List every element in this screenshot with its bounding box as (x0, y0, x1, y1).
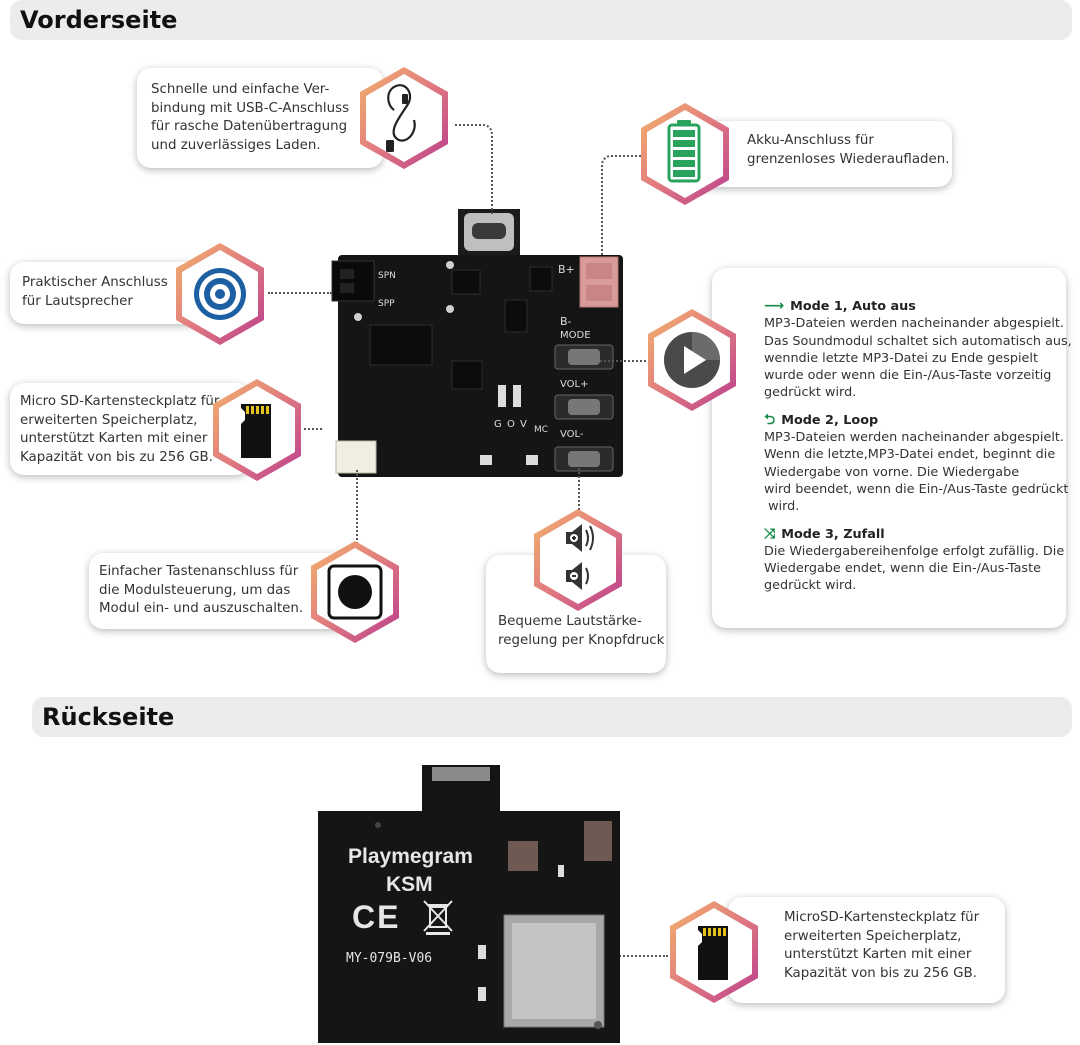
hex-usb (356, 64, 452, 172)
mode-3-line: Die Wiedergabereihenfolge erfolgt zufäll… (764, 543, 1065, 559)
callout-button-line: Einfacher Tastenanschluss für (99, 564, 299, 579)
pcb-label-volplus: VOL+ (560, 379, 589, 390)
connector-mode (600, 360, 646, 362)
callout-battery: Akku-Anschluss für grenzenloses Wiederau… (685, 121, 952, 187)
mode-3: ⤨ Mode 3, Zufall Die Wiedergabereihenfolg… (764, 525, 1065, 595)
section-header-back: Rückseite (32, 697, 1072, 737)
pcb-brand: Playmegram (348, 845, 473, 868)
pcb-front: SPN SPP B+ B- MODE VOL+ VOL- G O V MC (330, 205, 630, 480)
callout-speaker-line: Praktischer Anschluss (22, 275, 168, 290)
section-title: Vorderseite (20, 6, 178, 34)
callout-usb-line: Schnelle und einfache Ver- (151, 82, 330, 97)
callout-sd-front: Micro SD-Kartensteckplatz für erweiterte… (10, 383, 250, 475)
callout-button: Einfacher Tastenanschluss für die Moduls… (89, 553, 351, 629)
pcb-label-volminus: VOL- (560, 429, 584, 440)
section-title: Rückseite (42, 703, 175, 731)
hex-button (307, 538, 403, 646)
mode-1-line: Das Soundmodul schaltet sich automatisch… (764, 333, 1072, 349)
hex-speaker (172, 240, 268, 348)
callout-sd-back: MicroSD-Kartensteckplatz für erweiterten… (728, 897, 1005, 1003)
pcb-label-o: O (507, 419, 515, 430)
connector-sd-front (304, 428, 322, 430)
hex-sd-back (666, 898, 762, 1006)
callout-sd-back-line: MicroSD-Kartensteckplatz für (784, 910, 980, 925)
loop-icon: ⮌ (764, 411, 776, 428)
mode-2-line: Wiedergabe von vorne. Die Wiedergabe (764, 464, 1020, 480)
mode-3-line: gedrückt wird. (764, 578, 857, 594)
callout-usb-line: für rasche Datenübertragung (151, 119, 348, 134)
callout-usb-line: bindung mit USB-C-Anschluss (151, 100, 350, 116)
section-header-front: Vorderseite (10, 0, 1072, 40)
mode-2-line: wird beendet, wenn die Ein-/Aus-Taste ge… (764, 481, 1069, 497)
mode-2-line: MP3-Dateien werden nacheinander abgespie… (764, 430, 1064, 446)
hex-volume (530, 506, 626, 614)
callout-sd-front-line: Kapazität von bis zu 256 GB. (20, 449, 213, 465)
callout-speaker-line: für Lautsprecher (22, 293, 133, 309)
weee-bin-icon (423, 900, 453, 935)
callout-sd-front-line: Micro SD-Kartensteckplatz für (20, 394, 220, 409)
callout-sd-front-line: erweiterten Speicherplatz, (20, 412, 198, 428)
mode-1: ⟶ Mode 1, Auto aus MP3-Dateien werden nac… (764, 298, 1072, 402)
pcb-back: Playmegram KSM CE MY-079B-V06 (318, 765, 620, 1043)
callout-button-line: die Modulsteuerung, um das (99, 582, 291, 598)
callout-volume-line: Bequeme Lautstärke- (498, 614, 642, 629)
mode-1-line: wurde oder wenn die Ein-/Aus-Taste vorze… (764, 368, 1052, 384)
connector-button (356, 470, 358, 548)
mode-2: ⮌ Mode 2, Loop MP3-Dateien werden nachein… (764, 411, 1069, 516)
connector-battery (601, 155, 641, 255)
mode-2-line: wird. (764, 499, 800, 515)
pcb-label-mc: MC (534, 425, 549, 435)
callout-usb: Schnelle und einfache Ver- bindung mit U… (137, 68, 383, 168)
callout-sd-back-line: Kapazität von bis zu 256 GB. (784, 965, 977, 981)
pcb-label-g: G (494, 419, 502, 430)
arrow-right-icon: ⟶ (764, 298, 785, 314)
connector-volume (578, 468, 580, 510)
ce-mark: CE (352, 899, 401, 935)
shuffle-icon: ⤨ (764, 525, 776, 542)
callout-sd-back-line: erweiterten Speicherplatz, (784, 928, 962, 944)
callout-button-line: Modul ein- und auszuschalten. (99, 601, 304, 616)
pcb-label-bplus: B+ (558, 263, 575, 276)
pcb-model: KSM (386, 873, 433, 896)
callout-battery-line: grenzenloses Wiederaufladen. (747, 151, 950, 167)
pcb-version: MY-079B-V06 (346, 951, 433, 966)
mode-2-title: Mode 2, Loop (781, 412, 879, 428)
mode-1-line: gedrückt wird. (764, 385, 857, 401)
callout-volume-line: regelung per Knopfdruck (498, 632, 665, 648)
hex-battery (637, 100, 733, 208)
mode-3-title: Mode 3, Zufall (781, 526, 885, 542)
callout-sd-back-line: unterstützt Karten mit einer (784, 947, 972, 962)
callout-modes: ⟶ Mode 1, Auto aus MP3-Dateien werden nac… (712, 268, 1072, 628)
callout-usb-line: und zuverlässiges Laden. (151, 137, 321, 153)
pcb-label-mode: MODE (560, 330, 591, 341)
hex-play (644, 306, 740, 414)
mode-3-line: Wiedergabe endet, wenn die Ein-/Aus-Tast… (764, 561, 1041, 577)
pcb-label-spp: SPP (378, 299, 395, 309)
pcb-label-spn: SPN (378, 271, 396, 281)
pcb-label-bminus: B- (560, 315, 572, 328)
mode-1-title: Mode 1, Auto aus (790, 299, 916, 314)
mode-2-line: Wenn die letzte,MP3-Datei endet, beginnt… (764, 447, 1056, 463)
pcb-label-v: V (520, 419, 527, 430)
mode-1-line: wenndie letzte MP3-Datei zu Ende gespiel… (764, 350, 1038, 366)
mode-1-line: MP3-Dateien werden nacheinander abgespie… (764, 316, 1064, 332)
hex-sd-front (209, 376, 305, 484)
connector-speaker (268, 292, 332, 294)
callout-sd-front-line: unterstützt Karten mit einer (20, 431, 208, 446)
connector-usb (455, 124, 493, 214)
callout-battery-line: Akku-Anschluss für (747, 133, 874, 148)
